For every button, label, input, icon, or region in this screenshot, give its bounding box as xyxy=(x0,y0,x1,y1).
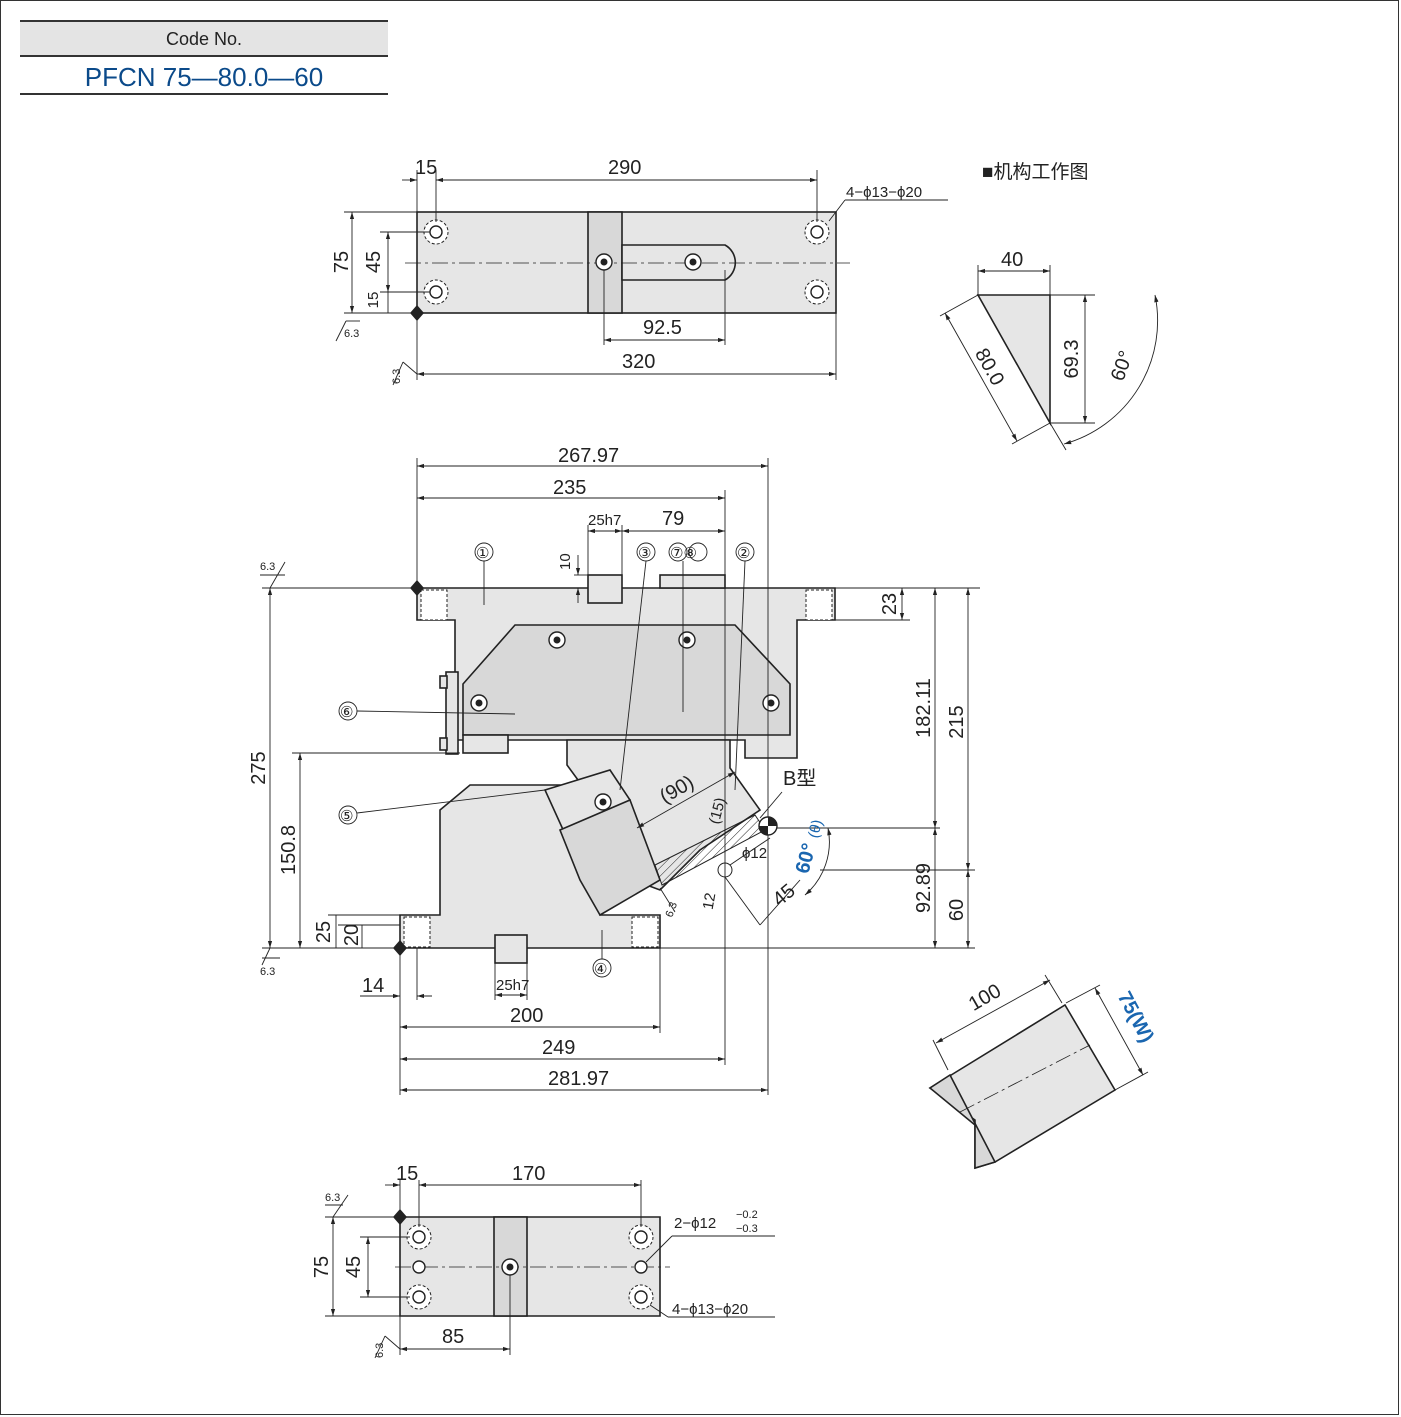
bottom-dim-85: 85 xyxy=(442,1326,464,1348)
front-roughness-top: 6.3 xyxy=(260,561,275,573)
front-view: ① ② ③ ④ ⑤ ⑥ ⑦⑧ 267.97 235 25h7 79 10 xyxy=(248,445,980,1095)
iso-block xyxy=(928,1003,1117,1170)
bottom-pin-note: 2−ϕ12 xyxy=(674,1215,716,1232)
dim-top-92-5: 92.5 xyxy=(643,317,682,339)
part-7-8: ⑦⑧ xyxy=(670,545,697,562)
dim-14: 14 xyxy=(362,975,384,997)
bottom-roughness-top: 6.3 xyxy=(325,1192,340,1204)
iso-view: 100 75(W) xyxy=(928,974,1158,1170)
angle-60: 60° xyxy=(792,841,821,876)
lower-key xyxy=(494,934,528,964)
dim-10: 10 xyxy=(557,553,574,570)
part-1: ① xyxy=(476,545,489,562)
dim-79: 79 xyxy=(662,508,684,530)
upper-key xyxy=(587,574,623,604)
top-roughness-2: 6.3 xyxy=(391,369,403,384)
type-b-label: B型 xyxy=(783,767,816,790)
mech-angle-60: 60° xyxy=(1107,348,1138,384)
bottom-dim-45: 45 xyxy=(343,1256,365,1278)
code-value: PFCN 75—80.0—60 xyxy=(20,57,388,95)
dim-top-290: 290 xyxy=(608,157,641,179)
bottom-pin-tol-lower: −0.3 xyxy=(736,1223,758,1235)
iso-dim-100: 100 xyxy=(965,980,1005,1016)
dim-23: 23 xyxy=(879,593,901,615)
mechanism-diagram: ■机构工作图 40 80.0 69.3 60° xyxy=(939,161,1159,451)
bottom-dim-75: 75 xyxy=(311,1256,333,1278)
upper-stop xyxy=(659,574,726,589)
dim-215: 215 xyxy=(946,705,968,738)
mechanism-title: ■机构工作图 xyxy=(982,161,1088,183)
dim-150-8: 150.8 xyxy=(278,825,300,875)
dim-top-45: 45 xyxy=(363,251,385,273)
dim-25h7-top: 25h7 xyxy=(588,512,621,529)
dim-235: 235 xyxy=(553,477,586,499)
bottom-holes-note: 4−ϕ13−ϕ20 xyxy=(672,1301,748,1318)
part-2: ② xyxy=(737,545,750,562)
top-view: 15 290 4−ϕ13−ϕ20 75 45 15 6.3 92.5 320 6… xyxy=(331,157,948,386)
dim-25: 25 xyxy=(313,921,335,943)
dim-275: 275 xyxy=(248,751,270,784)
dim-top-320: 320 xyxy=(622,351,655,373)
dim-249: 249 xyxy=(542,1037,575,1059)
dim-top-15: 15 xyxy=(415,157,437,179)
dim-top-75: 75 xyxy=(331,251,353,273)
dim-20: 20 xyxy=(341,924,363,946)
dim-267-97: 267.97 xyxy=(558,445,619,467)
mech-dim-69-3: 69.3 xyxy=(1061,340,1083,379)
bottom-plate xyxy=(399,1216,661,1317)
mech-dim-40: 40 xyxy=(1001,249,1023,271)
dim-60: 60 xyxy=(946,899,968,921)
dim-200: 200 xyxy=(510,1005,543,1027)
dim-15p: (15) xyxy=(706,796,729,826)
bottom-key xyxy=(493,1216,528,1317)
dim-182-11: 182.11 xyxy=(913,678,935,738)
cam-holder xyxy=(462,624,791,736)
dim-top-15b: 15 xyxy=(365,292,382,309)
bottom-view: 15 170 75 45 6.3 85 6.3 2−ϕ12 −0.2 −0.3 … xyxy=(311,1163,775,1359)
top-holes-note: 4−ϕ13−ϕ20 xyxy=(846,184,922,201)
angle-theta: (θ) xyxy=(805,818,826,840)
bottom-pin-tol-upper: −0.2 xyxy=(736,1209,758,1221)
dim-281-97: 281.97 xyxy=(548,1068,609,1090)
bottom-roughness-bottom: 6.3 xyxy=(374,1343,386,1358)
part-4: ④ xyxy=(594,961,607,978)
front-roughness-bottom: 6.3 xyxy=(260,966,275,978)
iso-dim-75w: 75(W) xyxy=(1113,988,1158,1046)
dim-25h7-bottom: 25h7 xyxy=(496,977,529,994)
top-slot xyxy=(621,244,737,281)
part-6: ⑥ xyxy=(340,704,353,721)
dim-92-89: 92.89 xyxy=(913,863,935,913)
bottom-dim-15: 15 xyxy=(396,1163,418,1185)
part-3: ③ xyxy=(638,545,651,562)
front-roughness-mid: 6.3 xyxy=(664,901,681,919)
part-5: ⑤ xyxy=(340,808,353,825)
code-label: Code No. xyxy=(20,20,388,57)
bottom-dim-170: 170 xyxy=(512,1163,545,1185)
dim-phi12: ϕ12 xyxy=(742,845,767,862)
top-roughness: 6.3 xyxy=(344,328,359,340)
dim-45: 45 xyxy=(769,880,800,911)
dim-12: 12 xyxy=(700,892,720,911)
cam-slider xyxy=(558,798,661,917)
